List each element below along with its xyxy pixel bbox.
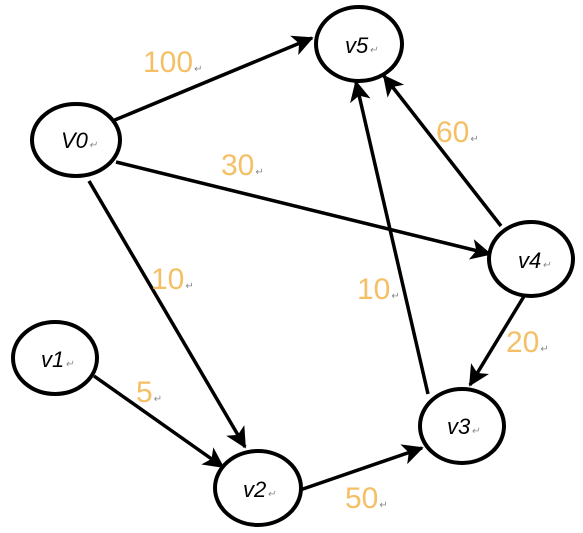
edge-v4-v3 <box>468 292 528 387</box>
edge-v1-v2 <box>92 374 225 469</box>
return-mark: ↵ <box>194 64 202 75</box>
return-mark: ↵ <box>391 291 399 302</box>
weight-label: 5↵ <box>136 376 162 409</box>
node-v5-text: v5 <box>345 33 369 58</box>
node-v0: V0↵ <box>30 102 122 178</box>
weight-value: 20 <box>506 326 539 359</box>
edge-v0-v2 <box>87 180 247 449</box>
node-v4-label: v4↵ <box>518 248 551 273</box>
node-v1-text: v1 <box>41 347 64 372</box>
node-v0-label: V0↵ <box>61 128 98 153</box>
edge-v4-v5 <box>382 74 503 228</box>
return-mark: ↵ <box>89 140 98 151</box>
return-mark: ↵ <box>540 344 548 355</box>
node-v1-circle <box>11 320 99 396</box>
return-mark: ↵ <box>471 426 480 437</box>
node-v3: v3↵ <box>418 387 506 465</box>
node-v2-circle <box>213 449 303 527</box>
node-v5: v5↵ <box>314 5 404 83</box>
weight-label: 10↵ <box>151 263 194 296</box>
node-v4-circle <box>487 220 575 298</box>
return-mark: ↵ <box>255 167 263 178</box>
node-v2-text: v2 <box>243 477 266 502</box>
nodes: V0↵ v1↵ v2↵ v3↵ v4↵ v5↵ <box>11 5 575 527</box>
weight-value: 5 <box>136 376 153 409</box>
return-mark: ↵ <box>154 394 162 405</box>
edge-v2-v3 <box>299 444 424 492</box>
edge-v0-v4 <box>115 160 492 260</box>
weight-label: 50↵ <box>345 482 388 515</box>
node-v4-text: v4 <box>518 248 541 273</box>
weight-label: 100↵ <box>143 46 202 79</box>
return-mark: ↵ <box>379 500 387 511</box>
edges <box>87 35 528 492</box>
node-v1: v1↵ <box>11 320 99 396</box>
node-v0-circle <box>30 102 122 178</box>
node-v3-label: v3↵ <box>447 414 480 439</box>
weight-label: 60↵ <box>436 116 479 149</box>
return-mark: ↵ <box>65 359 74 370</box>
return-mark: ↵ <box>369 45 378 56</box>
node-v0-text: V0 <box>61 128 89 153</box>
return-mark: ↵ <box>542 260 551 271</box>
weight-value: 10 <box>151 263 184 296</box>
weight-value: 30 <box>221 149 254 182</box>
return-mark: ↵ <box>267 489 276 500</box>
node-v1-label: v1↵ <box>41 347 74 372</box>
edge-weights: 100↵ 30↵ 10↵ 5↵ 50↵ 10↵ 60↵ 20↵ <box>136 46 549 515</box>
edge-v3-v5 <box>350 80 430 395</box>
return-mark: ↵ <box>470 134 478 145</box>
edge-v0-v5 <box>109 35 314 124</box>
weight-value: 50 <box>345 482 378 515</box>
node-v3-text: v3 <box>447 414 471 439</box>
weight-value: 10 <box>357 273 390 306</box>
weight-label: 30↵ <box>221 149 264 182</box>
weight-label: 20↵ <box>506 326 549 359</box>
node-v2-label: v2↵ <box>243 477 276 502</box>
node-v3-circle <box>418 387 506 465</box>
node-v4: v4↵ <box>487 220 575 298</box>
node-v2: v2↵ <box>213 449 303 527</box>
return-mark: ↵ <box>185 281 193 292</box>
node-v5-circle <box>314 5 404 83</box>
weight-value: 60 <box>436 116 469 149</box>
weight-value: 100 <box>143 46 193 79</box>
node-v5-label: v5↵ <box>345 33 378 58</box>
weight-label: 10↵ <box>357 273 400 306</box>
